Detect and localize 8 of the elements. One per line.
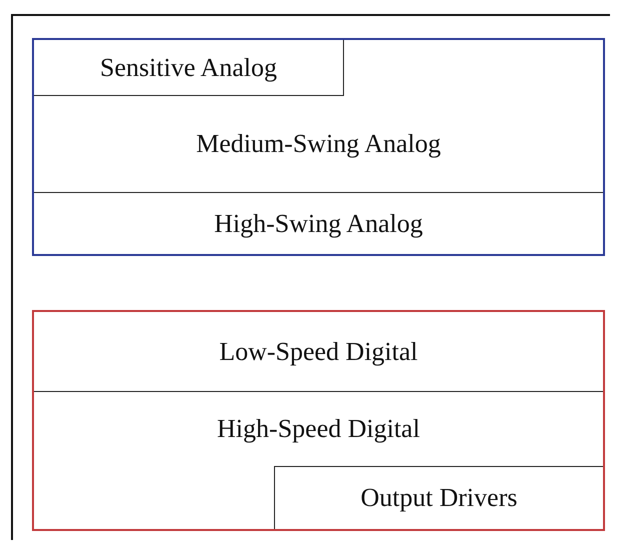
analog-region-box — [32, 38, 605, 256]
digital-region-box — [32, 310, 605, 531]
block-band: High-Swing Analog — [34, 192, 603, 254]
block-label: Medium-Swing Analog — [34, 96, 603, 192]
block-label: High-Speed Digital — [34, 392, 603, 466]
block-band: Low-Speed Digital — [34, 312, 603, 392]
block-box: Sensitive Analog — [34, 40, 344, 96]
block-box: Output Drivers — [274, 466, 603, 529]
